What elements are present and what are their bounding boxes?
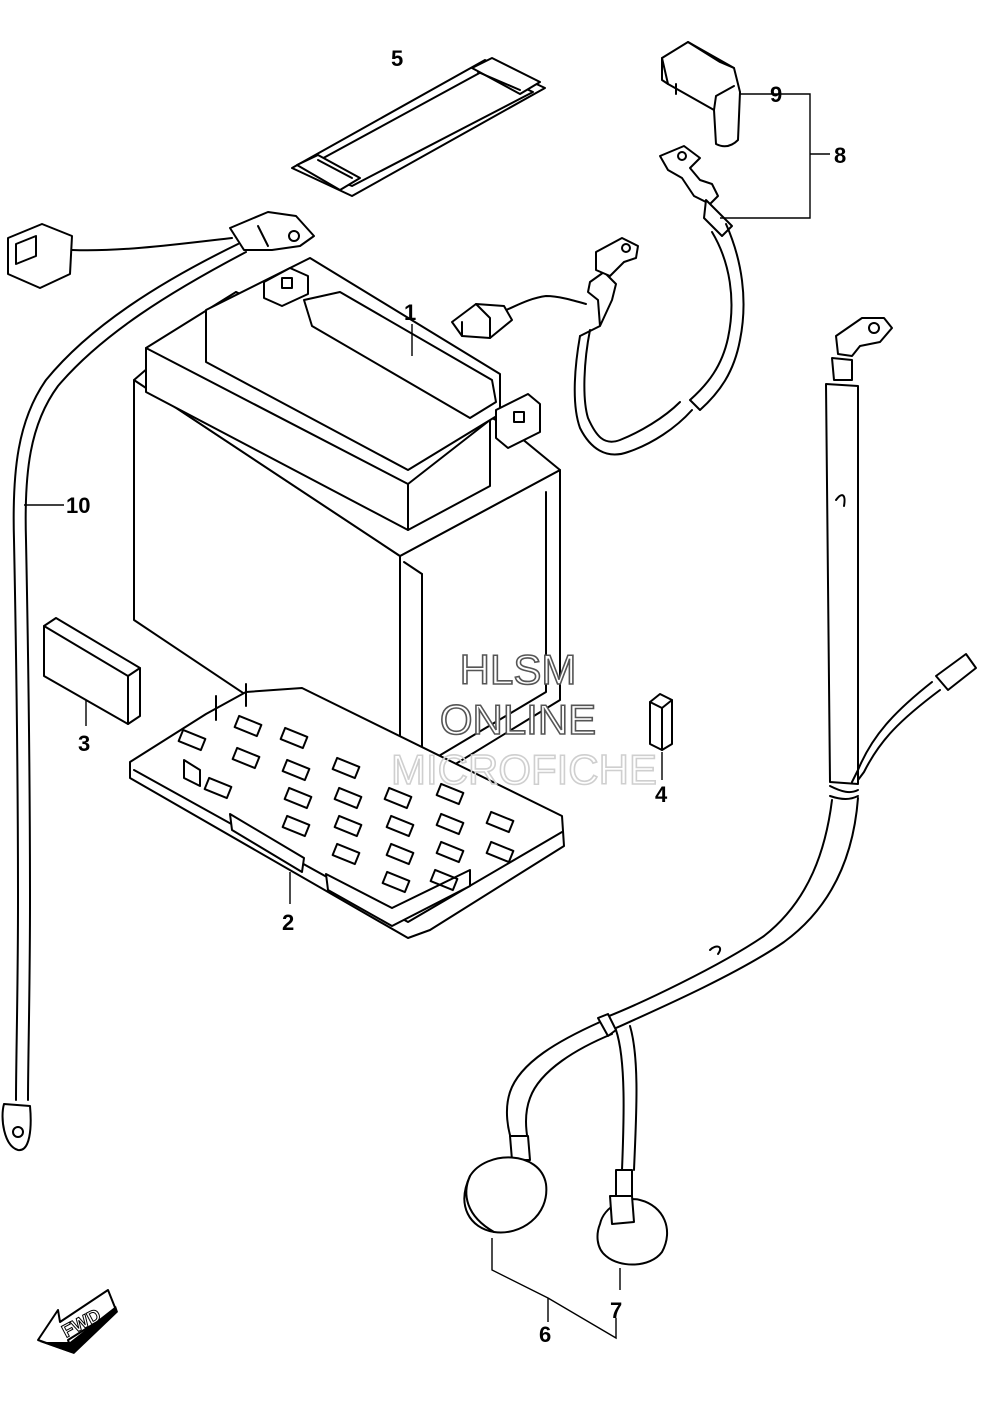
- battery-strap-part: [291, 57, 546, 197]
- callout-8: 8: [834, 143, 846, 168]
- leader-6-7: [491, 1238, 621, 1340]
- clip-part: [649, 693, 673, 751]
- negative-cable-part: [463, 317, 977, 1266]
- wire-harness-part: [1, 211, 315, 1152]
- callout-7: 7: [610, 1298, 622, 1323]
- battery-tray-part: [129, 683, 565, 939]
- tray-slots: [177, 714, 515, 894]
- callout-5: 5: [391, 46, 403, 71]
- callout-labels: 1 2 3 4 5 6 7 8 9 10: [66, 46, 846, 1347]
- leader-8-9: [720, 93, 830, 219]
- callout-4: 4: [655, 782, 668, 807]
- watermark-line-2: ONLINE: [440, 696, 596, 743]
- callout-9: 9: [770, 82, 782, 107]
- watermark-line-3: MICROFICHE: [391, 746, 657, 793]
- callout-2: 2: [282, 910, 294, 935]
- watermark: HLSM ONLINE MICROFICHE: [390, 645, 658, 794]
- callout-6: 6: [539, 1322, 551, 1347]
- battery-part: [133, 257, 561, 799]
- positive-cable-part: [451, 145, 745, 456]
- callout-1: 1: [404, 300, 416, 325]
- fwd-direction-indicator: FWD: [37, 1289, 118, 1354]
- pad-part: [43, 617, 141, 725]
- terminal-cover-part: [661, 41, 741, 148]
- callout-3: 3: [78, 731, 90, 756]
- callout-10: 10: [66, 493, 90, 518]
- watermark-line-1: HLSM: [460, 646, 577, 693]
